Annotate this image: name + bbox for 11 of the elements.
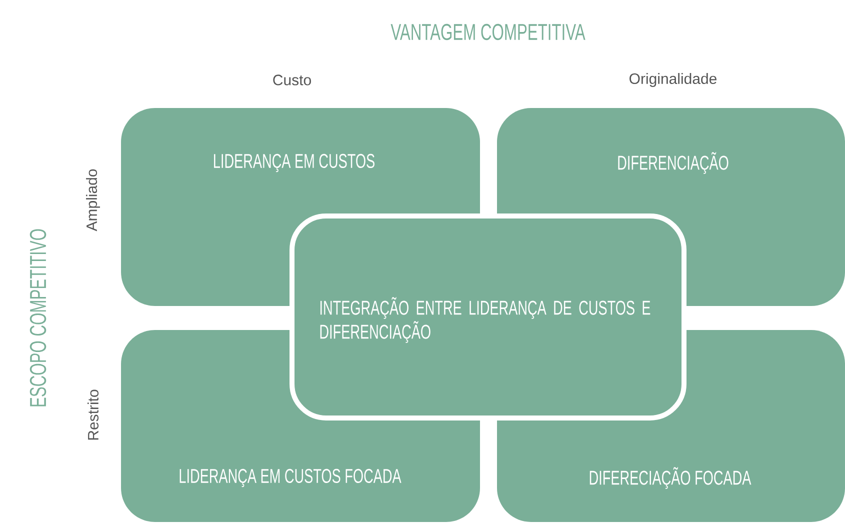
node-label: DIFERECIAÇÃO FOCADA	[590, 467, 752, 489]
axis-label: Custo	[273, 74, 311, 86]
heading: VANTAGEM COMPETITIVA	[390, 24, 586, 40]
node-label: DIFERENCIAÇÃO	[618, 152, 728, 174]
node-label: LIDERANÇA EM CUSTOS FOCADA	[180, 468, 402, 488]
axis-title: ESCOPO COMPETITIVO	[30, 229, 46, 406]
strategy-box: INTEGRAÇÃO ENTRE LIDERANÇA DE CUSTOS E DIFERENCIAÇÃO	[290, 214, 686, 420]
axis-label: Originalidade	[630, 73, 716, 87]
node-label: LIDERANÇA EM CUSTOS	[214, 154, 374, 172]
axis-label: Ampliado	[86, 169, 100, 232]
axis-label: Restrito	[88, 390, 99, 440]
